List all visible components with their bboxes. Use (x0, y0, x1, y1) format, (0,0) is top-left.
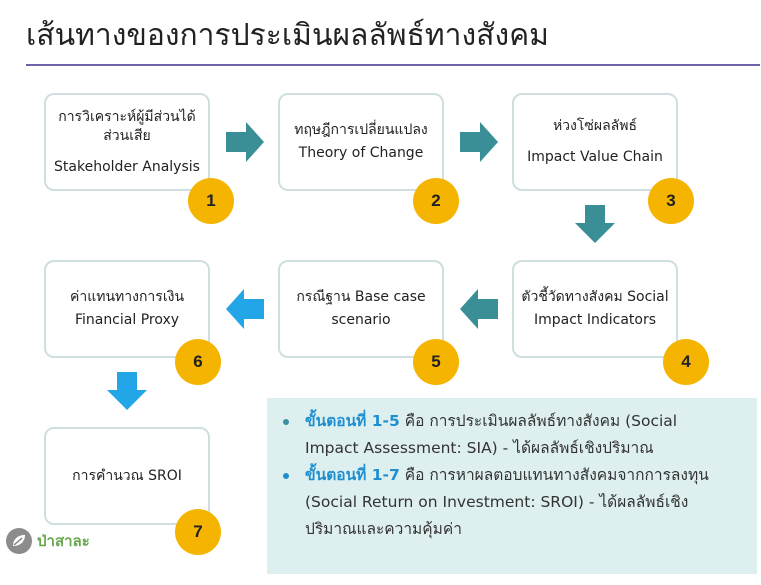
note-1-highlight: ขั้นตอนที่ 1-5 (305, 412, 400, 430)
note-2-line2: (Social Return on Investment: SROI) - ได… (305, 493, 689, 511)
step-5-label-line2: scenario (331, 312, 391, 328)
step-5-label-line1: กรณีฐาน Base case (296, 289, 426, 305)
step-6-label-line2: Financial Proxy (74, 312, 180, 328)
step-3-label-line2: Impact Value Chain (527, 149, 663, 165)
step-box-2: ทฤษฎีการเปลี่ยนแปลง Theory of Change (278, 93, 444, 191)
step-4-label-line2: Impact Indicators (533, 312, 657, 328)
step-box-5: กรณีฐาน Base case scenario (278, 260, 444, 358)
step-box-4: ตัวชี้วัดทางสังคม Social Impact Indicato… (512, 260, 678, 358)
brand-logo-text: ป่าสาละ (37, 532, 90, 550)
step-7-number-badge: 7 (175, 509, 221, 555)
page-title: เส้นทางของการประเมินผลลัพธ์ทางสังคม (26, 18, 549, 53)
notes-panel: ขั้นตอนที่ 1-5 คือ การประเมินผลลัพธ์ทางส… (267, 398, 757, 574)
step-2-label-line1: ทฤษฎีการเปลี่ยนแปลง (294, 122, 428, 138)
brand-logo: ป่าสาละ (6, 528, 90, 554)
note-2-highlight: ขั้นตอนที่ 1-7 (305, 466, 400, 484)
step-box-7: การคำนวณ SROI (44, 427, 210, 525)
step-1-label-line1: การวิเคราะห์ผู้มีส่วนได้ (58, 108, 196, 125)
step-4-label-line1: ตัวชี้วัดทางสังคม Social (521, 289, 669, 305)
leaf-logo-icon (6, 528, 32, 554)
title-divider (26, 64, 760, 66)
step-2-label-line2: Theory of Change (298, 145, 424, 161)
arrow-left-5-to-6-icon (226, 289, 264, 329)
note-item-sia: ขั้นตอนที่ 1-5 คือ การประเมินผลลัพธ์ทางส… (283, 408, 743, 462)
step-2-number-badge: 2 (413, 178, 459, 224)
arrow-right-1-to-2-icon (226, 122, 264, 162)
step-3-label-line1: ห่วงโซ่ผลลัพธ์ (552, 118, 638, 134)
step-1-label-line2: ส่วนเสีย (103, 127, 151, 144)
bullet-icon (283, 419, 289, 425)
note-2-line3: ปริมาณและความคุ้มค่า (305, 520, 462, 538)
step-1-label-line3: Stakeholder Analysis (54, 158, 200, 175)
arrow-down-6-to-7-icon (107, 372, 147, 410)
step-box-3: ห่วงโซ่ผลลัพธ์ Impact Value Chain (512, 93, 678, 191)
step-6-label-line1: ค่าแทนทางการเงิน (69, 289, 185, 305)
step-4-number-badge: 4 (663, 339, 709, 385)
arrow-right-2-to-3-icon (460, 122, 498, 162)
note-item-sroi: ขั้นตอนที่ 1-7 คือ การหาผลตอบแทนทางสังคม… (283, 462, 743, 543)
step-box-6: ค่าแทนทางการเงิน Financial Proxy (44, 260, 210, 358)
note-2-line1: คือ การหาผลตอบแทนทางสังคมจากการลงทุน (399, 466, 709, 484)
step-3-number-badge: 3 (648, 178, 694, 224)
step-1-number-badge: 1 (188, 178, 234, 224)
step-box-1: การวิเคราะห์ผู้มีส่วนได้ ส่วนเสีย Stakeh… (44, 93, 210, 191)
step-7-label-line1: การคำนวณ SROI (72, 467, 182, 484)
bullet-icon (283, 473, 289, 479)
step-5-number-badge: 5 (413, 339, 459, 385)
step-6-number-badge: 6 (175, 339, 221, 385)
arrow-down-3-to-4-icon (575, 205, 615, 243)
note-1-line2: Impact Assessment: SIA) - ได้ผลลัพธ์เชิง… (305, 439, 654, 457)
note-1-line1: คือ การประเมินผลลัพธ์ทางสังคม (Social (399, 412, 678, 430)
arrow-left-4-to-5-icon (460, 289, 498, 329)
